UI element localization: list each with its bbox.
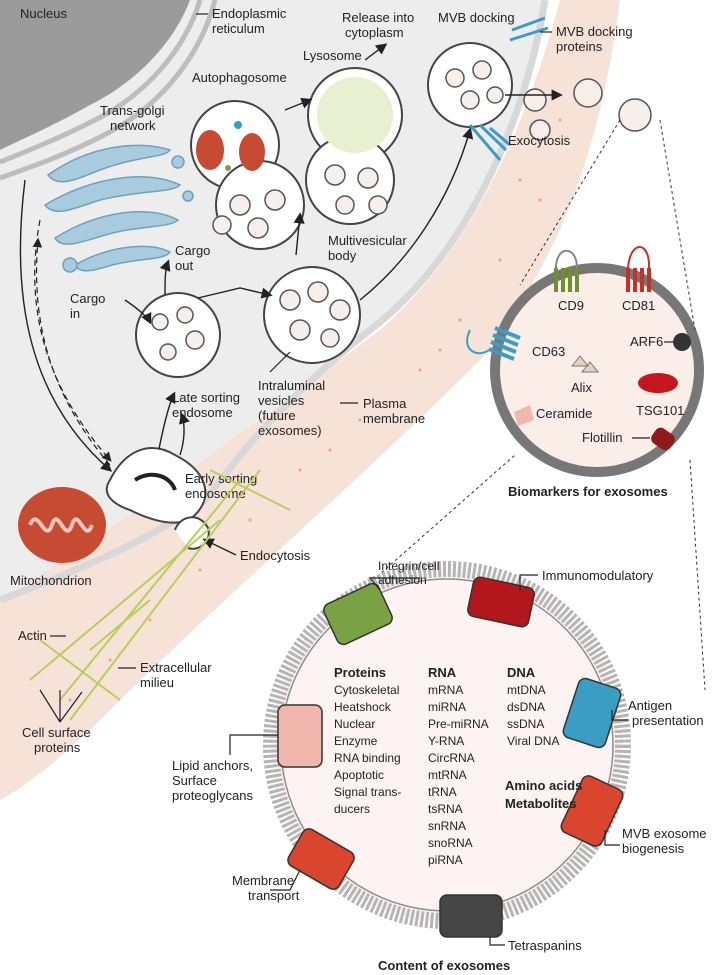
content-title: Content of exosomes	[378, 958, 510, 973]
membrane-transport-1: Membrane	[232, 873, 294, 888]
tetraspanins-block	[440, 895, 502, 937]
intraluminal-2: vesicles	[258, 393, 305, 408]
svg-text:mtDNA: mtDNA	[507, 683, 546, 697]
early-sorting-2: endosome	[185, 486, 246, 501]
intraluminal-3: (future	[258, 408, 296, 423]
lysosome-label: Lysosome	[303, 48, 362, 63]
svg-text:snoRNA: snoRNA	[428, 836, 473, 850]
intraluminal-1: Intraluminal	[258, 378, 325, 393]
flotillin-label: Flotillin	[582, 430, 622, 445]
extracellular-2: milieu	[140, 675, 174, 690]
svg-text:tRNA: tRNA	[428, 785, 457, 799]
release-label-1: Release into	[342, 10, 414, 25]
svg-text:Cytoskeletal: Cytoskeletal	[334, 683, 399, 697]
integrin-2: adhesion	[378, 573, 427, 587]
extracellular-1: Extracellular	[140, 660, 212, 675]
svg-text:Apoptotic: Apoptotic	[334, 768, 384, 782]
tsg101-label: TSG101	[636, 403, 684, 418]
svg-text:Enzyme: Enzyme	[334, 734, 378, 748]
mvb-docking-label: MVB docking	[438, 10, 515, 25]
late-sorting-endosome	[136, 293, 220, 377]
mvb-label-1: Multivesicular	[328, 233, 407, 248]
arf6-label: ARF6	[630, 334, 663, 349]
svg-text:Heatshock: Heatshock	[334, 700, 392, 714]
lipid-2: Surface	[172, 773, 217, 788]
mvb-exo-1: MVB exosome	[622, 826, 707, 841]
svg-text:dsDNA: dsDNA	[507, 700, 545, 714]
tetraspanins-label: Tetraspanins	[508, 938, 582, 953]
svg-text:Signal trans-: Signal trans-	[334, 785, 401, 799]
plasma-membrane-2: membrane	[363, 411, 425, 426]
exocytosis-label: Exocytosis	[508, 133, 571, 148]
svg-text:Nuclear: Nuclear	[334, 717, 375, 731]
er-label-1: Endoplasmic	[212, 6, 287, 21]
svg-text:CircRNA: CircRNA	[428, 751, 475, 765]
svg-text:snRNA: snRNA	[428, 819, 466, 833]
antigen-2: presentation	[632, 713, 704, 728]
actin-label: Actin	[18, 628, 47, 643]
svg-text:Pre-miRNA: Pre-miRNA	[428, 717, 489, 731]
release-label-2: cytoplasm	[345, 25, 404, 40]
svg-text:tsRNA: tsRNA	[428, 802, 463, 816]
tgn-label-1: Trans-golgi	[100, 103, 165, 118]
cd63-label: CD63	[532, 344, 565, 359]
metabolites-label: Metabolites	[505, 796, 577, 811]
lipid-block	[278, 705, 322, 767]
dna-header: DNA	[507, 665, 536, 680]
svg-text:ducers: ducers	[334, 802, 370, 816]
mitochondrion	[18, 487, 106, 563]
svg-text:mRNA: mRNA	[428, 683, 463, 697]
mitochondrion-label: Mitochondrion	[10, 573, 92, 588]
svg-text:Viral DNA: Viral DNA	[507, 734, 559, 748]
arf6-marker	[673, 333, 691, 351]
amino-acids-label: Amino acids	[505, 778, 582, 793]
late-sorting-2: endosome	[172, 405, 233, 420]
proteins-header: Proteins	[334, 665, 386, 680]
cell-surface-1: Cell surface	[22, 725, 91, 740]
membrane-transport-2: transport	[248, 888, 300, 903]
mvb-docking-proteins-2: proteins	[556, 39, 603, 54]
biomarkers-title: Biomarkers for exosomes	[508, 484, 668, 499]
svg-text:piRNA: piRNA	[428, 853, 463, 867]
svg-text:ssDNA: ssDNA	[507, 717, 544, 731]
integrin-1: Integrin/cell	[378, 559, 439, 573]
antigen-1: Antigen	[628, 698, 672, 713]
endocytosis-label: Endocytosis	[240, 548, 311, 563]
mvb-exo-2: biogenesis	[622, 841, 685, 856]
autophagosome-label: Autophagosome	[192, 70, 287, 85]
lysosome	[306, 68, 402, 224]
nucleus-label: Nucleus	[20, 6, 67, 21]
cargo-in-2: in	[70, 306, 80, 321]
alix-label: Alix	[571, 380, 592, 395]
cargo-out-2: out	[175, 258, 193, 273]
svg-text:RNA binding: RNA binding	[334, 751, 401, 765]
tsg101-marker	[638, 373, 678, 393]
mvb-docking-proteins-1: MVB docking	[556, 24, 633, 39]
cargo-in-1: Cargo	[70, 291, 105, 306]
cd81-label: CD81	[622, 298, 655, 313]
cd9-label: CD9	[558, 298, 584, 313]
er-label-2: reticulum	[212, 21, 265, 36]
plasma-membrane-1: Plasma	[363, 396, 407, 411]
mvb-label-2: body	[328, 248, 357, 263]
lipid-3: proteoglycans	[172, 788, 253, 803]
intraluminal-4: exosomes)	[258, 423, 322, 438]
immunomodulatory-label: Immunomodulatory	[542, 568, 654, 583]
cell-surface-2: proteins	[34, 740, 81, 755]
ceramide-label: Ceramide	[536, 406, 592, 421]
early-sorting-1: Early sorting	[185, 471, 257, 486]
svg-text:miRNA: miRNA	[428, 700, 466, 714]
rna-header: RNA	[428, 665, 457, 680]
cargo-out-1: Cargo	[175, 243, 210, 258]
multivesicular-body	[264, 267, 360, 363]
svg-text:Y-RNA: Y-RNA	[428, 734, 464, 748]
tgn-label-2: network	[110, 118, 156, 133]
late-sorting-1: Late sorting	[172, 390, 240, 405]
lipid-1: Lipid anchors,	[172, 758, 253, 773]
svg-text:mtRNA: mtRNA	[428, 768, 467, 782]
